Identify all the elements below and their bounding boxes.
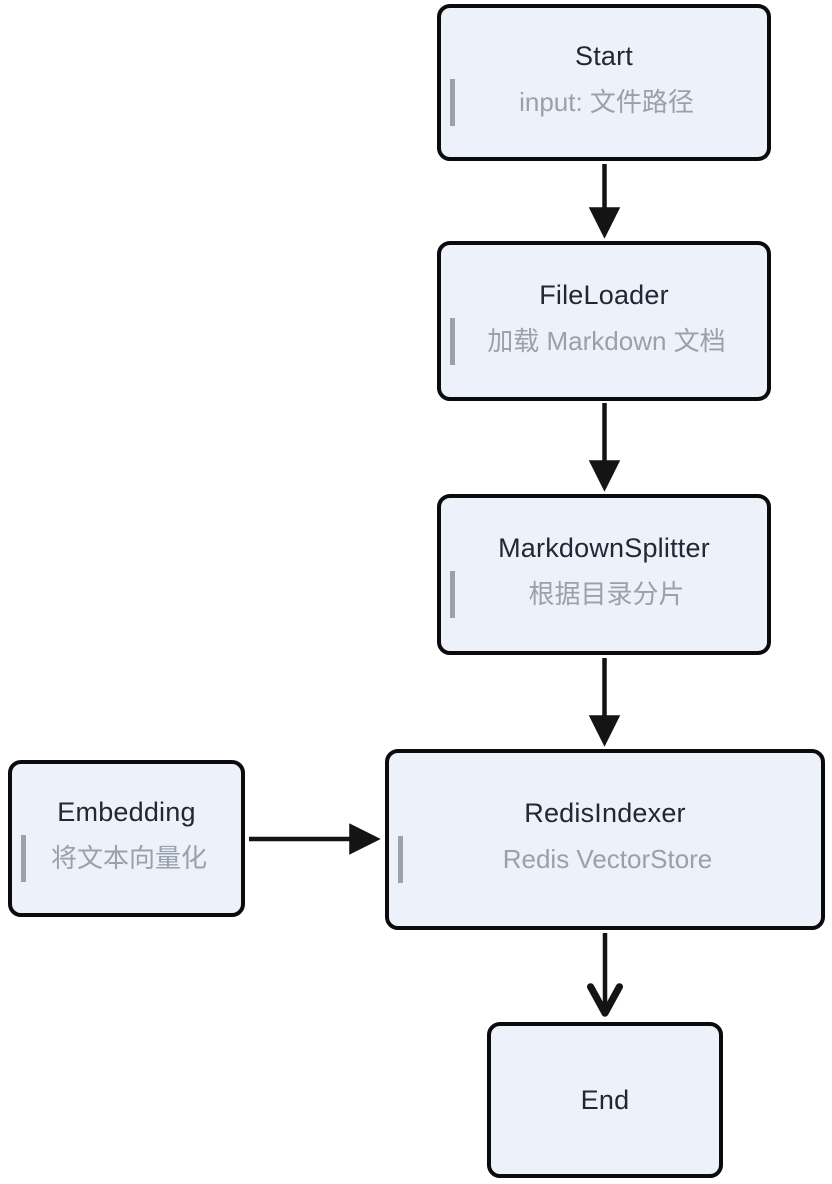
node-subtitle: input: 文件路径 <box>450 79 758 126</box>
node-redisindexer: RedisIndexer Redis VectorStore <box>385 749 825 930</box>
node-title: Embedding <box>57 797 196 827</box>
node-subtitle: Redis VectorStore <box>398 836 812 883</box>
node-title: FileLoader <box>539 279 669 310</box>
node-embedding: Embedding 将文本向量化 <box>8 760 245 917</box>
node-subtitle: 根据目录分片 <box>450 571 758 618</box>
node-title: End <box>580 1085 630 1115</box>
node-start: Start input: 文件路径 <box>437 4 771 161</box>
node-markdownsplitter: MarkdownSplitter 根据目录分片 <box>437 494 771 655</box>
node-subtitle: 加载 Markdown 文档 <box>450 317 758 365</box>
node-title: MarkdownSplitter <box>498 533 710 563</box>
node-fileloader: FileLoader 加载 Markdown 文档 <box>437 241 771 401</box>
node-title: Start <box>574 41 634 71</box>
node-title: RedisIndexer <box>524 798 686 828</box>
node-end: End <box>487 1022 723 1178</box>
node-subtitle: 将文本向量化 <box>21 835 232 882</box>
